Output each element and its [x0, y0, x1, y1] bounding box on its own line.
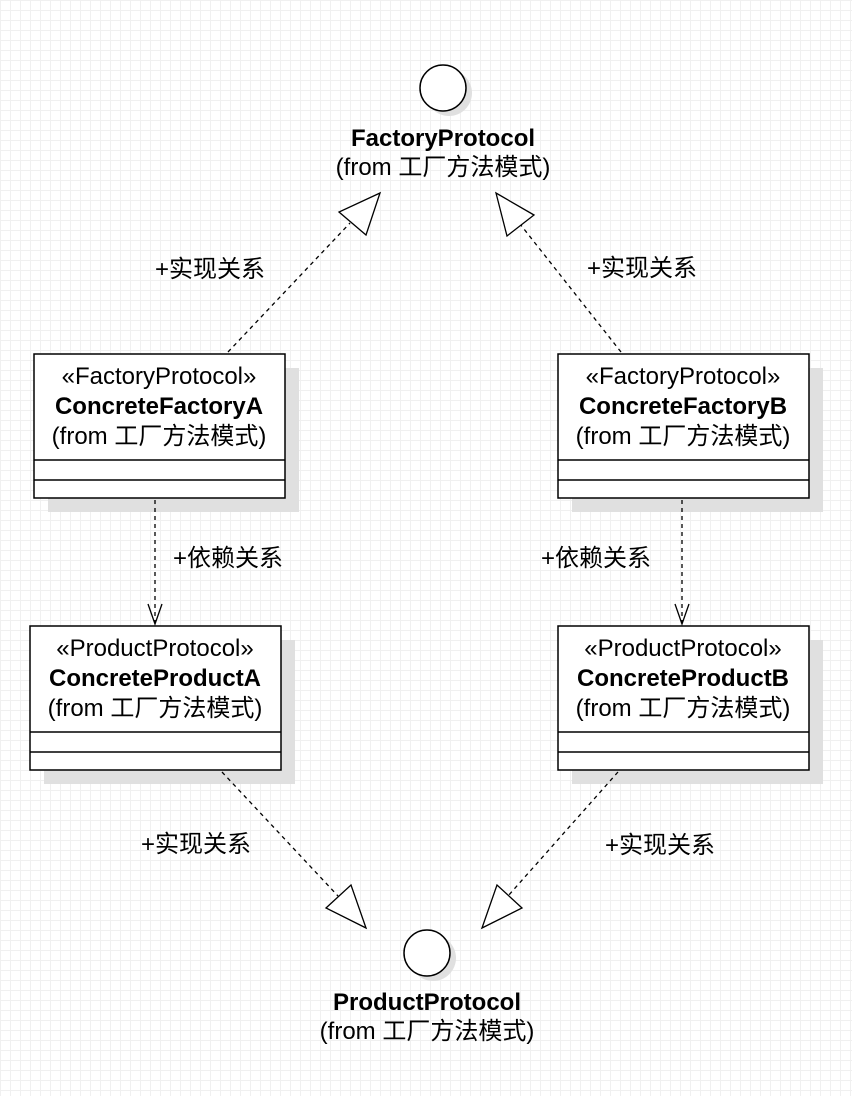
relation-label: +依赖关系 [541, 545, 651, 572]
interface-lollipop-icon [403, 929, 451, 977]
realization-line [507, 771, 619, 897]
class-name: ConcreteFactoryB [579, 393, 787, 420]
class-package: (from 工厂方法模式) [52, 423, 267, 450]
class-package: (from 工厂方法模式) [48, 695, 263, 722]
class-stereotype: «ProductProtocol» [584, 635, 781, 662]
realization-line [227, 222, 351, 353]
interface-name: FactoryProtocol [351, 125, 535, 152]
realization-product-b[interactable]: +实现关系 [480, 771, 715, 930]
class-concrete-factory-b[interactable]: «FactoryProtocol» ConcreteFactoryB (from… [557, 353, 823, 512]
realization-arrowhead-icon [494, 191, 536, 238]
dependency-arrowhead-icon [674, 603, 690, 626]
class-box [33, 353, 286, 499]
class-package: (from 工厂方法模式) [576, 695, 791, 722]
relation-label: +实现关系 [155, 256, 265, 283]
realization-arrowhead-icon [480, 883, 524, 930]
interface-package: (from 工厂方法模式) [320, 1018, 535, 1045]
relation-label: +实现关系 [587, 255, 697, 282]
realization-factory-a[interactable]: +实现关系 [155, 191, 382, 353]
realization-arrowhead-icon [324, 883, 368, 930]
class-stereotype: «ProductProtocol» [56, 635, 253, 662]
class-concrete-factory-a[interactable]: «FactoryProtocol» ConcreteFactoryA (from… [33, 353, 299, 512]
relation-label: +依赖关系 [173, 545, 283, 572]
dependency-b[interactable]: +依赖关系 [541, 500, 690, 626]
class-box [557, 625, 810, 771]
class-concrete-product-b[interactable]: «ProductProtocol» ConcreteProductB (from… [557, 625, 823, 784]
realization-arrowhead-icon [337, 191, 382, 237]
class-stereotype: «FactoryProtocol» [586, 363, 781, 390]
relation-label: +实现关系 [141, 831, 251, 858]
class-name: ConcreteProductA [49, 665, 261, 692]
class-name: ConcreteProductB [577, 665, 789, 692]
class-name: ConcreteFactoryA [55, 393, 263, 420]
realization-factory-b[interactable]: +实现关系 [494, 191, 697, 353]
class-package: (from 工厂方法模式) [576, 423, 791, 450]
realization-line [519, 223, 622, 353]
class-concrete-product-a[interactable]: «ProductProtocol» ConcreteProductA (from… [29, 625, 295, 784]
factory-protocol-interface[interactable]: FactoryProtocol (from 工厂方法模式) [336, 64, 551, 181]
product-protocol-interface[interactable]: ProductProtocol (from 工厂方法模式) [320, 929, 535, 1045]
dependency-a[interactable]: +依赖关系 [147, 500, 283, 626]
dependency-arrowhead-icon [147, 603, 163, 626]
class-stereotype: «FactoryProtocol» [62, 363, 257, 390]
interface-name: ProductProtocol [333, 989, 521, 1016]
relation-label: +实现关系 [605, 832, 715, 859]
realization-product-a[interactable]: +实现关系 [141, 771, 368, 930]
class-box [29, 625, 282, 771]
interface-package: (from 工厂方法模式) [336, 154, 551, 181]
class-box [557, 353, 810, 499]
interface-lollipop-icon [419, 64, 467, 112]
